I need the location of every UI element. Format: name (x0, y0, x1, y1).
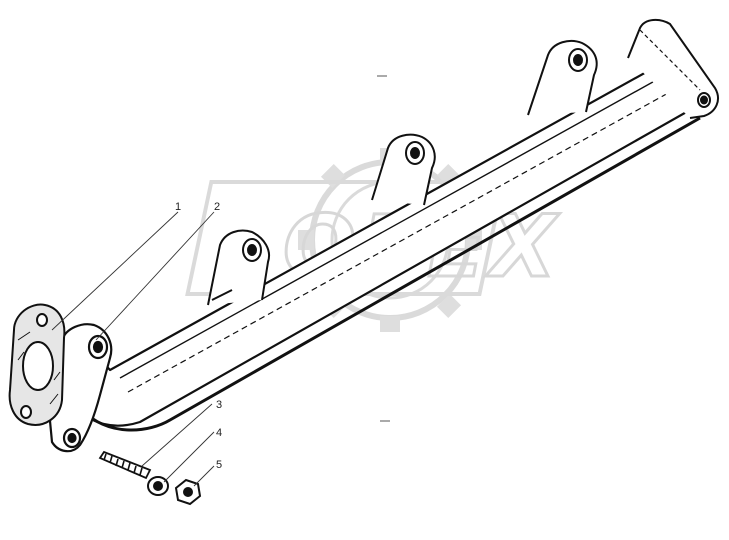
callout-2: 2 (214, 201, 220, 213)
leader-line-1 (51, 211, 179, 331)
stud (98, 450, 152, 480)
leader-line-3 (141, 403, 213, 467)
callout-4: 4 (216, 427, 222, 439)
mounting-flange-3 (527, 39, 598, 116)
callout-1: 1 (175, 201, 181, 213)
leader-line-5 (193, 465, 215, 487)
leader-line-2 (95, 211, 215, 341)
callout-5: 5 (216, 459, 222, 471)
stray-marks (377, 75, 390, 422)
mounting-flange-2 (371, 133, 436, 206)
leader-line-4 (163, 431, 215, 483)
end-flange-right (627, 18, 719, 119)
mounting-flange-1 (207, 229, 270, 306)
manifold-pipe (61, 60, 705, 432)
gasket (8, 303, 66, 426)
washer (147, 476, 169, 496)
callouts: 1 2 3 4 5 (175, 201, 222, 471)
leader-lines (51, 211, 215, 487)
callout-3: 3 (216, 399, 222, 411)
